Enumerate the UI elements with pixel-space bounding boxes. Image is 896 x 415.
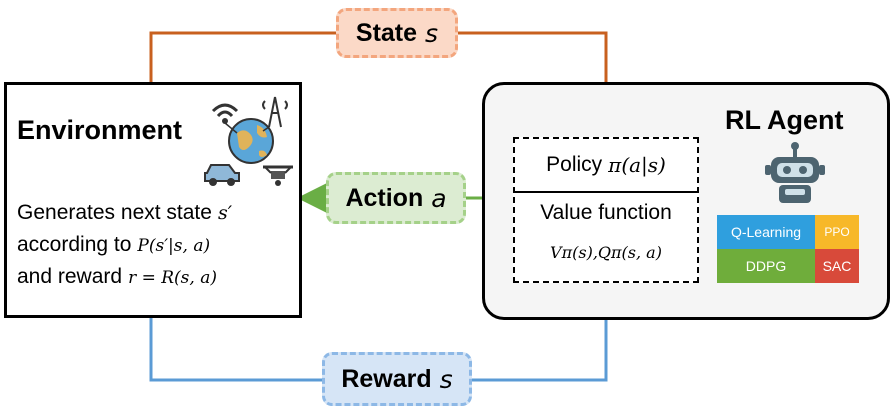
env-line-1-text: Generates next state <box>17 201 212 224</box>
env-line-3-text: and reward <box>17 265 123 288</box>
policy-value-box: Policy π(a|s) Value function Vπ(s),Qπ(s,… <box>513 137 699 283</box>
algorithm-grid: Q-Learning PPO DDPG SAC <box>717 215 859 283</box>
action-label: Action <box>345 183 424 212</box>
env-line-1-math: s′ <box>217 202 233 224</box>
robot-icon <box>765 142 825 203</box>
policy-label: Policy <box>546 153 603 176</box>
rl-agent-box: RL Agent Policy π(a|s) Value function Vπ… <box>482 82 890 320</box>
value-function-math: Vπ(s),Qπ(s, a) <box>550 243 662 262</box>
rl-agent-title: RL Agent <box>725 105 844 135</box>
environment-title: Environment <box>17 115 183 145</box>
algo-q-learning: Q-Learning <box>717 215 815 249</box>
env-line-3-math: r = R(s, a) <box>128 268 217 288</box>
env-line-2-math: P(s′|s, a) <box>137 236 211 256</box>
reward-label: Reward <box>341 364 432 393</box>
environment-icon <box>204 96 293 186</box>
action-var: a <box>431 183 447 213</box>
algo-ppo: PPO <box>815 215 859 249</box>
state-label: State <box>355 18 418 47</box>
env-line-2-text: according to <box>17 233 132 256</box>
policy-section: Policy π(a|s) <box>515 139 697 193</box>
algo-sac: SAC <box>815 249 859 283</box>
state-var: s <box>425 18 439 48</box>
reward-var: s <box>439 364 453 394</box>
algo-ddpg: DDPG <box>717 249 815 283</box>
policy-math: π(a|s) <box>608 153 666 177</box>
value-function-label: Value function <box>540 201 672 224</box>
